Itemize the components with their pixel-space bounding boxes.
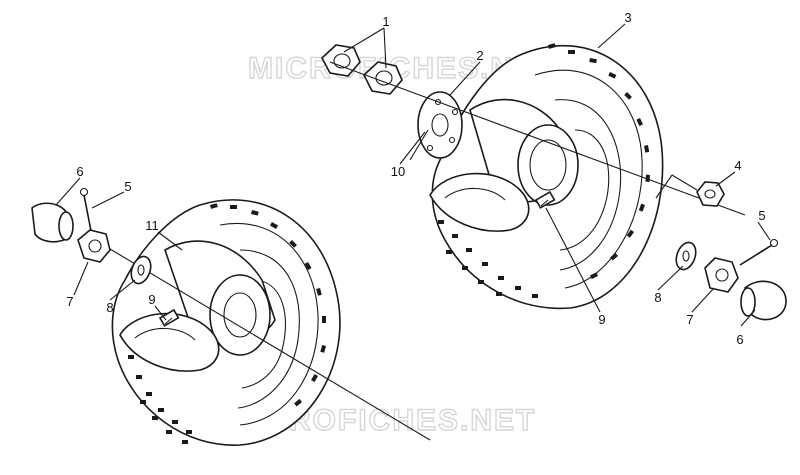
- cotter-pin-part-5-right: [739, 238, 779, 266]
- callout-8-right: 8: [654, 290, 661, 305]
- castle-nut-part-7-right: [704, 257, 739, 293]
- callout-4: 4: [734, 158, 741, 173]
- callout-9-right: 9: [598, 312, 605, 327]
- right-wheel-assembly: [321, 43, 787, 321]
- hub-part-2: [417, 91, 463, 159]
- washer-part-8-left: [130, 255, 152, 285]
- right-axle-line: [329, 61, 746, 216]
- callout-6-left: 6: [76, 164, 83, 179]
- stud-part-10: [409, 129, 429, 161]
- callout-numbers: 1 2 3 4 5 5 6 6 7 7 8 8 9 9 10 11: [66, 10, 765, 347]
- leader-lines: [55, 23, 771, 327]
- lug-nut-part-4: [655, 174, 725, 207]
- callout-2: 2: [476, 48, 483, 63]
- castle-nut-part-7-left: [77, 229, 111, 263]
- hub-nuts-part-1: [321, 44, 403, 95]
- right-tire-tread: [438, 43, 650, 298]
- valve-stem-part-9-left: [158, 308, 180, 327]
- valve-stem-part-9-right: [534, 190, 556, 209]
- callout-3: 3: [624, 10, 631, 25]
- callout-1: 1: [382, 14, 389, 29]
- cotter-pin-part-5-left: [79, 187, 93, 237]
- callout-7-left: 7: [66, 294, 73, 309]
- callout-5-right: 5: [758, 208, 765, 223]
- callout-6-right: 6: [736, 332, 743, 347]
- left-wheel-assembly: [31, 187, 431, 446]
- dust-cap-part-6-right: [740, 280, 787, 321]
- callout-5-left: 5: [124, 179, 131, 194]
- callout-8-left: 8: [106, 300, 113, 315]
- dust-cap-part-6-left: [31, 202, 74, 243]
- callout-10: 10: [391, 164, 405, 179]
- callout-9-left: 9: [148, 292, 155, 307]
- right-rim: [429, 98, 579, 232]
- washer-part-8-right: [675, 241, 697, 271]
- callout-7-right: 7: [686, 312, 693, 327]
- left-axle-line: [94, 239, 431, 441]
- callout-11: 11: [145, 218, 159, 233]
